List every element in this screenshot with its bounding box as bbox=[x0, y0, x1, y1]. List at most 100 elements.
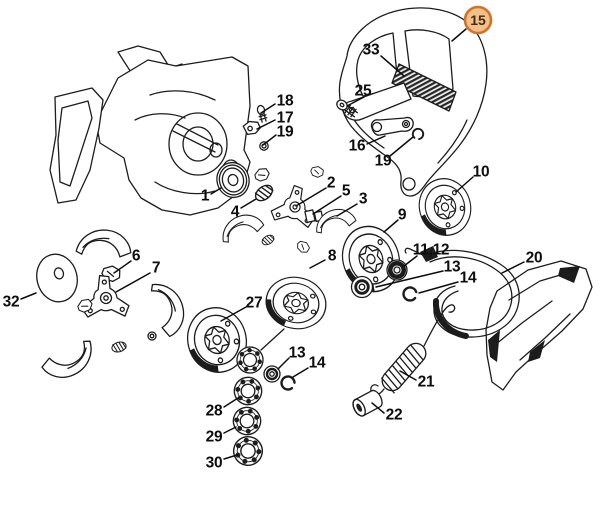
part-label-4: 4 bbox=[231, 204, 240, 221]
leader-line-33 bbox=[380, 55, 405, 77]
hand-guard bbox=[338, 7, 488, 197]
part-label-29: 29 bbox=[206, 429, 223, 446]
leader-line-11-12 bbox=[403, 255, 418, 267]
clutch-cover bbox=[485, 260, 593, 391]
leader-line-4 bbox=[240, 198, 257, 209]
e-clip-14 bbox=[400, 284, 419, 304]
small-spring bbox=[110, 339, 128, 355]
badge-leader-line bbox=[451, 28, 467, 42]
part-label-1: 1 bbox=[201, 188, 210, 205]
brake-lever-16 bbox=[370, 116, 414, 136]
leader-line-18 bbox=[260, 103, 276, 114]
part-label-3: 3 bbox=[359, 191, 368, 208]
screw-25 bbox=[336, 99, 359, 118]
clutch-shoe bbox=[217, 210, 267, 244]
part-label-33: 33 bbox=[363, 42, 380, 59]
part-label-17: 17 bbox=[277, 110, 294, 127]
leader-line-19 bbox=[389, 136, 414, 157]
leader-line-5 bbox=[312, 195, 342, 215]
part-label-22: 22 bbox=[386, 407, 403, 424]
bearing-29 bbox=[228, 402, 266, 440]
leader-line-27 bbox=[220, 306, 247, 322]
leader-line-30 bbox=[223, 454, 238, 460]
spring-4 bbox=[251, 181, 277, 205]
leader-line-25 bbox=[346, 96, 365, 107]
leader-line-32 bbox=[20, 292, 37, 300]
tension-spring-21 bbox=[370, 304, 456, 396]
grip-pad-33 bbox=[391, 63, 457, 112]
part-label-20: 20 bbox=[526, 250, 543, 267]
small-nut bbox=[147, 331, 157, 341]
part-label-6: 6 bbox=[132, 248, 141, 265]
nut-19 bbox=[259, 141, 269, 151]
leader-line-20 bbox=[501, 261, 525, 274]
clutch-carrier-7 bbox=[78, 272, 131, 322]
small-part bbox=[294, 238, 312, 256]
bushing-11-12 bbox=[386, 259, 408, 281]
washer-32 bbox=[36, 253, 78, 303]
part-label-32: 32 bbox=[3, 294, 20, 311]
leader-line-19 bbox=[262, 134, 277, 146]
leader-line-8 bbox=[309, 259, 326, 269]
part-label-21: 21 bbox=[418, 374, 435, 391]
washer-13-lower bbox=[263, 365, 281, 383]
part-label-14: 14 bbox=[460, 270, 477, 287]
brake-band-20 bbox=[404, 246, 520, 339]
small-part bbox=[252, 165, 272, 184]
part-label-14: 14 bbox=[309, 355, 326, 372]
leader-line-10 bbox=[455, 176, 474, 193]
clutch-shoe bbox=[75, 224, 135, 264]
part-label-5: 5 bbox=[342, 183, 351, 200]
leader-line-2 bbox=[295, 187, 327, 207]
leader-line-3 bbox=[336, 203, 358, 217]
clutch-shoe bbox=[149, 279, 189, 339]
cylinder-22 bbox=[352, 389, 383, 417]
clutch-drum-8 bbox=[260, 271, 332, 335]
leader-line-14 bbox=[418, 281, 459, 294]
part-label-19: 19 bbox=[277, 124, 294, 141]
assembly-line bbox=[260, 328, 285, 351]
leader-line-13 bbox=[277, 357, 290, 370]
part-label-13: 13 bbox=[444, 259, 461, 276]
part-label-2: 2 bbox=[327, 175, 335, 192]
leader-line-9 bbox=[383, 219, 399, 233]
bearing-30 bbox=[227, 430, 269, 472]
leader-line-22 bbox=[371, 402, 385, 414]
washer-1 bbox=[216, 161, 250, 199]
part-label-16: 16 bbox=[349, 138, 366, 155]
washer-13 bbox=[350, 275, 374, 299]
leader-line-28 bbox=[223, 397, 239, 408]
part-label-27: 27 bbox=[246, 295, 263, 312]
part-label-8: 8 bbox=[328, 248, 337, 265]
cup-5 bbox=[304, 209, 324, 223]
part-label-11-12: 11,12 bbox=[413, 242, 449, 259]
leader-line-16 bbox=[366, 135, 386, 145]
part-label-7: 7 bbox=[152, 260, 160, 277]
part-label-19: 19 bbox=[375, 153, 392, 170]
small-part bbox=[309, 164, 325, 179]
part-label-18: 18 bbox=[277, 93, 294, 110]
crankcase bbox=[49, 45, 251, 216]
bolt-18 bbox=[256, 104, 268, 123]
leader-line-14 bbox=[292, 367, 309, 378]
badge-number: 15 bbox=[470, 12, 486, 28]
part-label-28: 28 bbox=[206, 403, 223, 420]
part-label-9: 9 bbox=[398, 207, 407, 224]
bearing-28 bbox=[228, 371, 268, 411]
leader-line-7 bbox=[115, 272, 151, 293]
small-spring bbox=[259, 232, 277, 248]
leader-line-29 bbox=[223, 426, 237, 434]
leader-line-1 bbox=[210, 187, 222, 195]
leader-line-21 bbox=[399, 370, 417, 381]
leader-line-17 bbox=[256, 119, 276, 130]
part-label-13: 13 bbox=[289, 345, 306, 362]
part-label-10: 10 bbox=[473, 164, 490, 181]
leader-line-6 bbox=[113, 260, 132, 274]
part-label-25: 25 bbox=[355, 83, 372, 100]
badge-circle bbox=[463, 5, 493, 35]
leader-line-13 bbox=[375, 270, 444, 288]
clutch-shoe bbox=[37, 338, 100, 385]
